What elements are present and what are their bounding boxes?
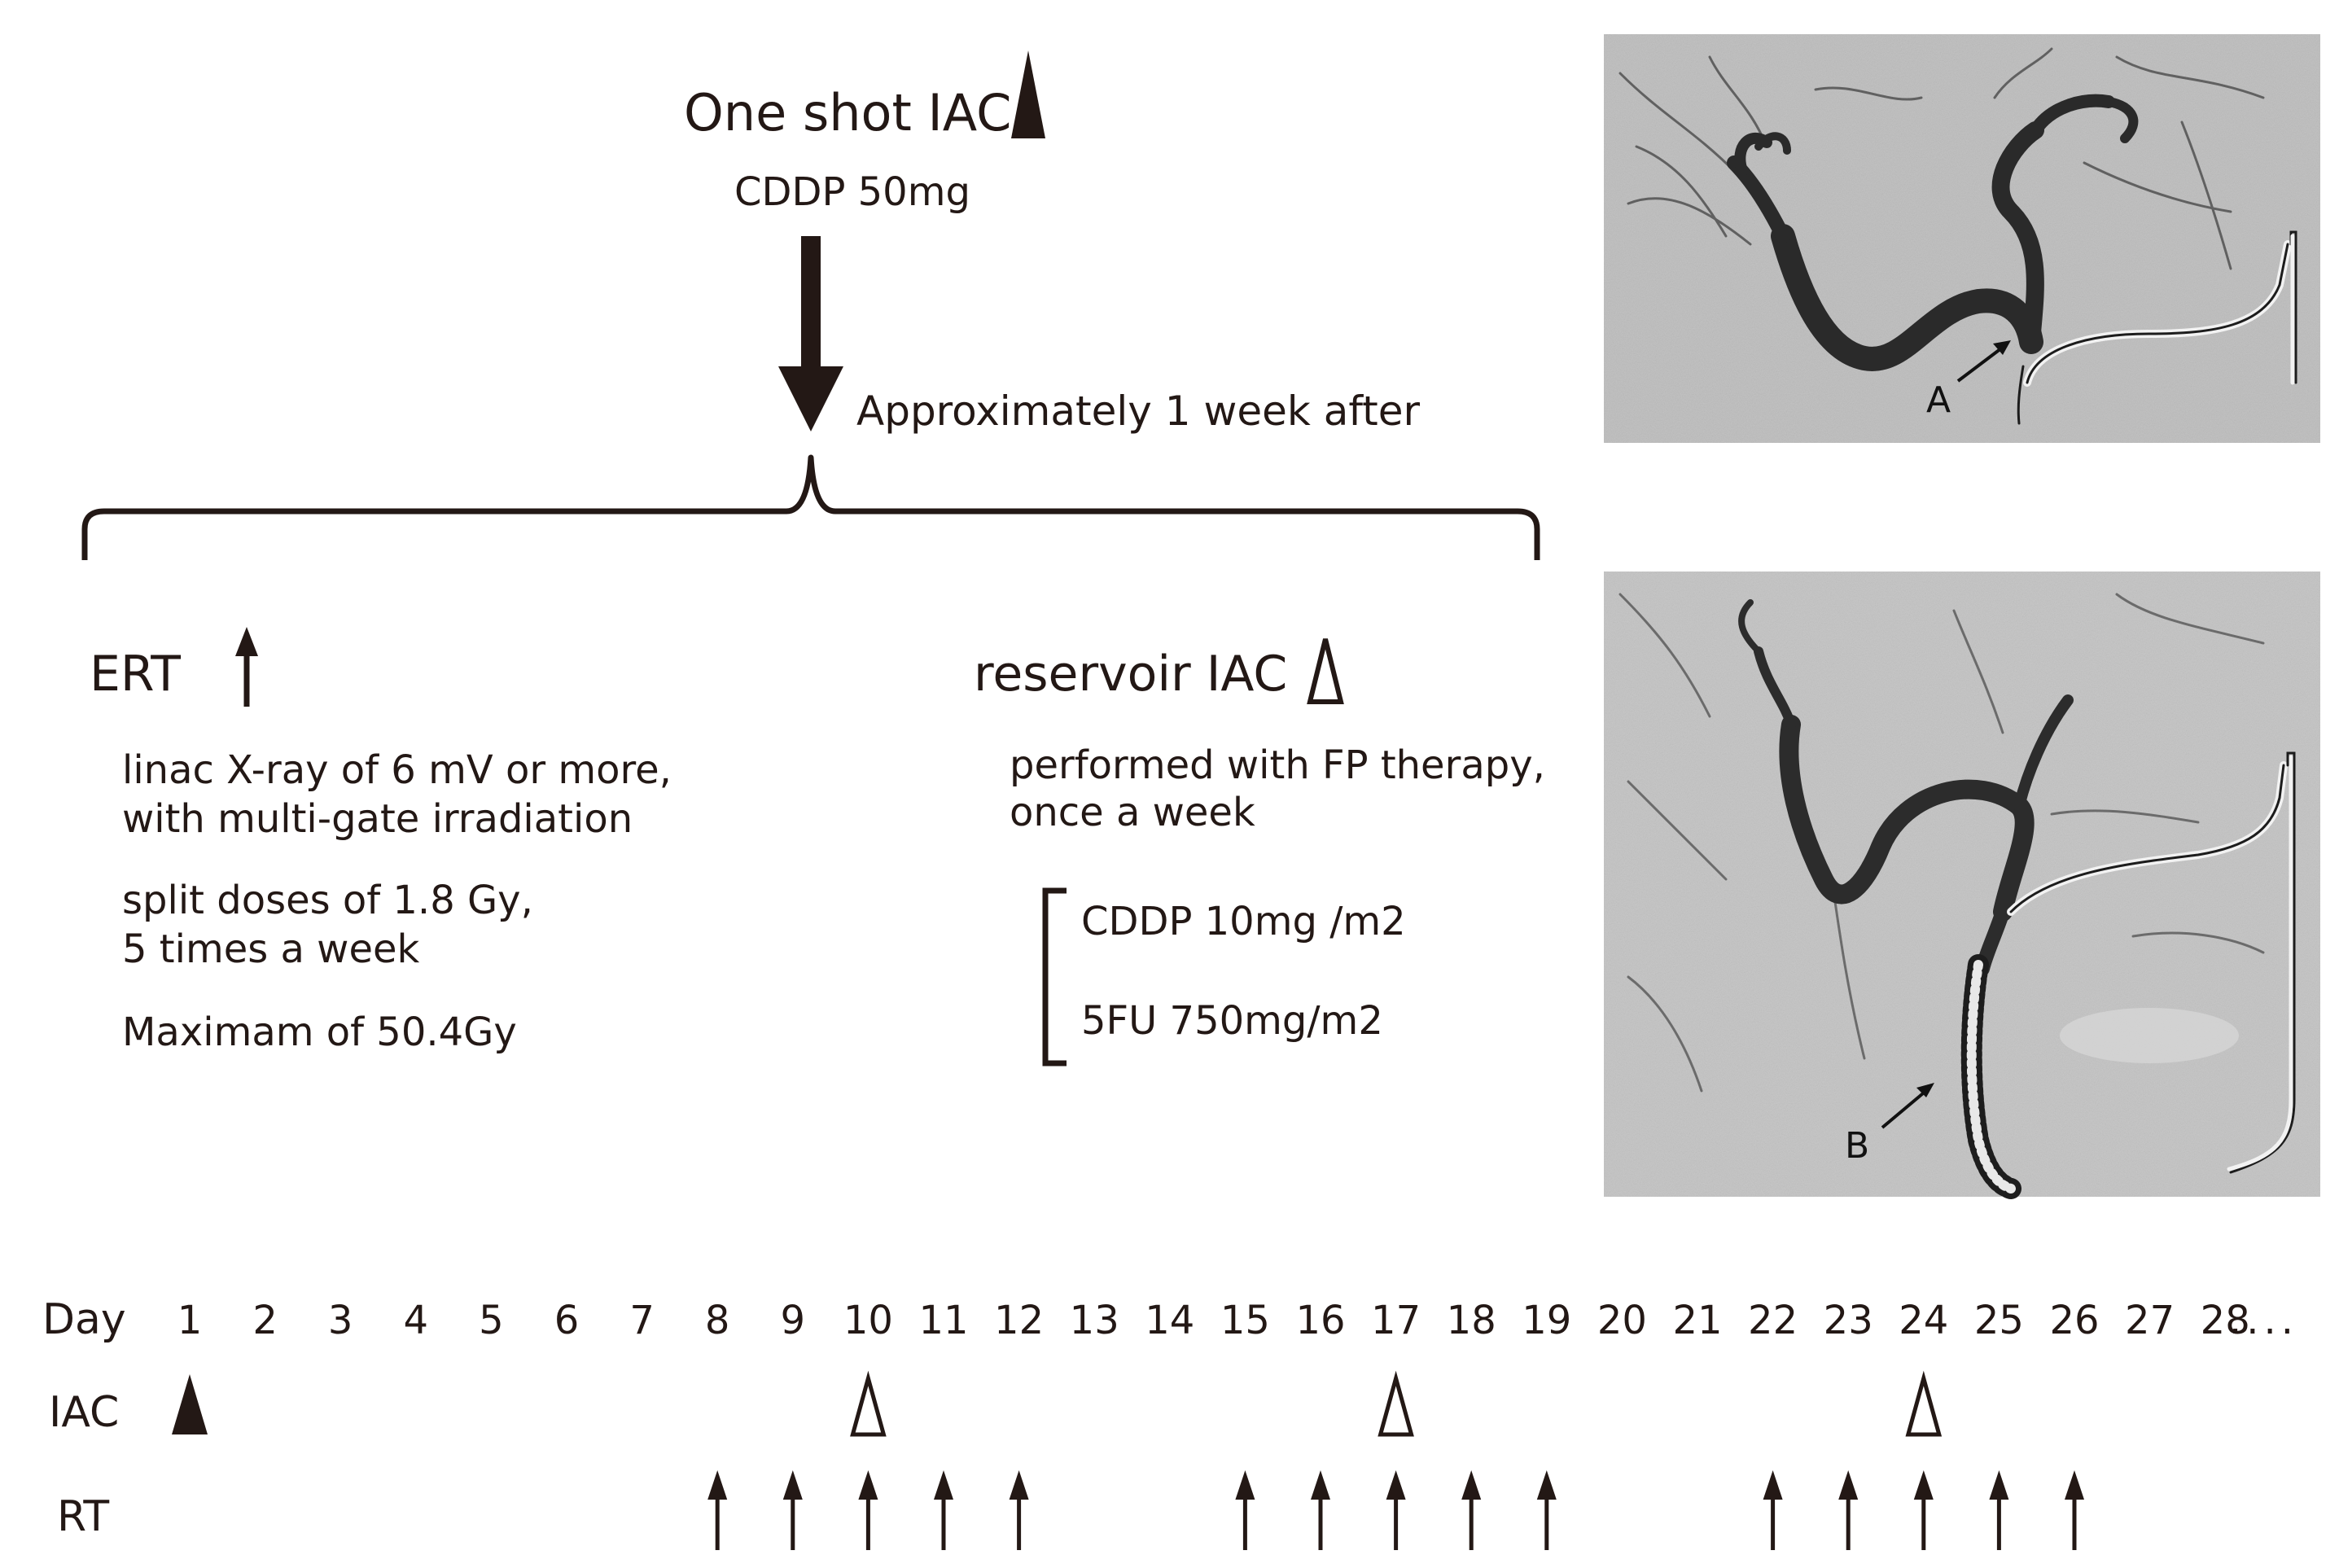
day-number-23: 23 xyxy=(1824,1298,1873,1343)
reservoir-drug-cddp: CDDP 10mg /m2 xyxy=(1081,899,1406,944)
rt-arrow-day-12 xyxy=(1009,1470,1029,1550)
day-number-22: 22 xyxy=(1748,1298,1798,1343)
day-number-5: 5 xyxy=(479,1298,504,1343)
rt-arrow-day-15 xyxy=(1235,1470,1255,1550)
day-number-18: 18 xyxy=(1447,1298,1496,1343)
reservoir-iac-title: reservoir IAC xyxy=(974,646,1287,703)
day-number-10: 10 xyxy=(843,1298,893,1343)
reservoir-line-1: performed with FP therapy, xyxy=(1010,742,1545,788)
iac-reservoir-mark-day-17 xyxy=(1378,1370,1414,1437)
day-number-20: 20 xyxy=(1597,1298,1647,1343)
day-number-6: 6 xyxy=(554,1298,580,1343)
angiogram-bottom: B xyxy=(1604,572,2320,1199)
day-number-14: 14 xyxy=(1145,1298,1194,1343)
one-shot-iac-title: One shot IAC xyxy=(684,83,1011,142)
schedule-iac-label: IAC xyxy=(49,1388,119,1437)
rt-arrow-day-10 xyxy=(858,1470,878,1550)
day-number-4: 4 xyxy=(404,1298,429,1343)
reservoir-line-2: once a week xyxy=(1010,790,1255,835)
big-down-arrow-icon xyxy=(778,366,843,431)
day-number-1: 1 xyxy=(177,1298,203,1343)
ert-line-4: 5 times a week xyxy=(122,926,420,972)
day-number-7: 7 xyxy=(629,1298,655,1343)
ert-title: ERT xyxy=(90,646,181,703)
ert-line-3: split doses of 1.8 Gy, xyxy=(122,878,533,923)
big-down-arrow-shaft xyxy=(801,236,821,368)
rt-arrow-day-17 xyxy=(1386,1470,1406,1550)
day-ellipsis: .... xyxy=(2229,1298,2298,1343)
one-shot-dose: CDDP 50mg xyxy=(734,169,970,215)
day-number-12: 12 xyxy=(994,1298,1044,1343)
rt-arrow-day-22 xyxy=(1763,1470,1783,1550)
ert-line-5: Maximam of 50.4Gy xyxy=(122,1010,517,1055)
rt-arrow-day-19 xyxy=(1536,1470,1557,1550)
ert-arrow-icon xyxy=(235,627,258,707)
day-number-2: 2 xyxy=(252,1298,278,1343)
rt-arrow-day-9 xyxy=(782,1470,803,1550)
schedule-day-label: Day xyxy=(42,1295,126,1344)
rt-arrow-day-25 xyxy=(1989,1470,2009,1550)
ert-line-1: linac X-ray of 6 mV or more, xyxy=(122,747,672,793)
day-number-8: 8 xyxy=(705,1298,730,1343)
one-shot-arrowhead-icon xyxy=(1011,50,1045,138)
iac-marks xyxy=(172,1370,1943,1437)
rt-arrow-day-26 xyxy=(2065,1470,2084,1550)
day-number-26: 26 xyxy=(2049,1298,2099,1343)
angiogram-top: A xyxy=(1604,34,2320,443)
arrow-a-icon xyxy=(1956,340,2011,383)
day-number-24: 24 xyxy=(1899,1298,1948,1343)
day-number-21: 21 xyxy=(1672,1298,1722,1343)
iac-one-shot-mark-day-1 xyxy=(172,1374,208,1434)
day-number-11: 11 xyxy=(918,1298,968,1343)
rt-arrow-day-23 xyxy=(1838,1470,1859,1550)
rt-arrow-day-18 xyxy=(1461,1470,1482,1550)
rt-marks xyxy=(707,1470,2084,1550)
rt-arrow-day-16 xyxy=(1311,1470,1330,1550)
day-number-19: 19 xyxy=(1522,1298,1571,1343)
reservoir-drug-5fu: 5FU 750mg/m2 xyxy=(1081,998,1383,1044)
day-number-13: 13 xyxy=(1070,1298,1119,1343)
day-number-15: 15 xyxy=(1220,1298,1270,1343)
drug-bracket xyxy=(1042,887,1067,1067)
angiogram-top-label: A xyxy=(1926,379,1951,421)
rt-arrow-day-24 xyxy=(1913,1470,1934,1550)
day-number-16: 16 xyxy=(1295,1298,1345,1343)
schedule-rt-label: RT xyxy=(57,1492,109,1541)
ert-line-2: with multi-gate irradiation xyxy=(122,796,633,842)
one-shot-timing: Approximately 1 week after xyxy=(856,388,1420,435)
day-number-25: 25 xyxy=(1974,1298,2024,1343)
angiogram-bottom-label: B xyxy=(1845,1125,1869,1167)
rt-arrow-day-8 xyxy=(707,1470,728,1550)
day-number-28: 28 xyxy=(2201,1298,2250,1343)
iac-reservoir-mark-day-24 xyxy=(1905,1370,1943,1437)
day-number-17: 17 xyxy=(1371,1298,1421,1343)
iac-reservoir-mark-day-10 xyxy=(850,1370,887,1437)
day-number-27: 27 xyxy=(2125,1298,2175,1343)
protocol-brace xyxy=(81,454,1540,560)
arrow-b-icon xyxy=(1881,1083,1934,1129)
day-number-9: 9 xyxy=(781,1298,806,1343)
day-number-3: 3 xyxy=(328,1298,353,1343)
rt-arrow-day-11 xyxy=(934,1470,953,1550)
reservoir-open-arrowhead-icon xyxy=(1307,638,1344,704)
